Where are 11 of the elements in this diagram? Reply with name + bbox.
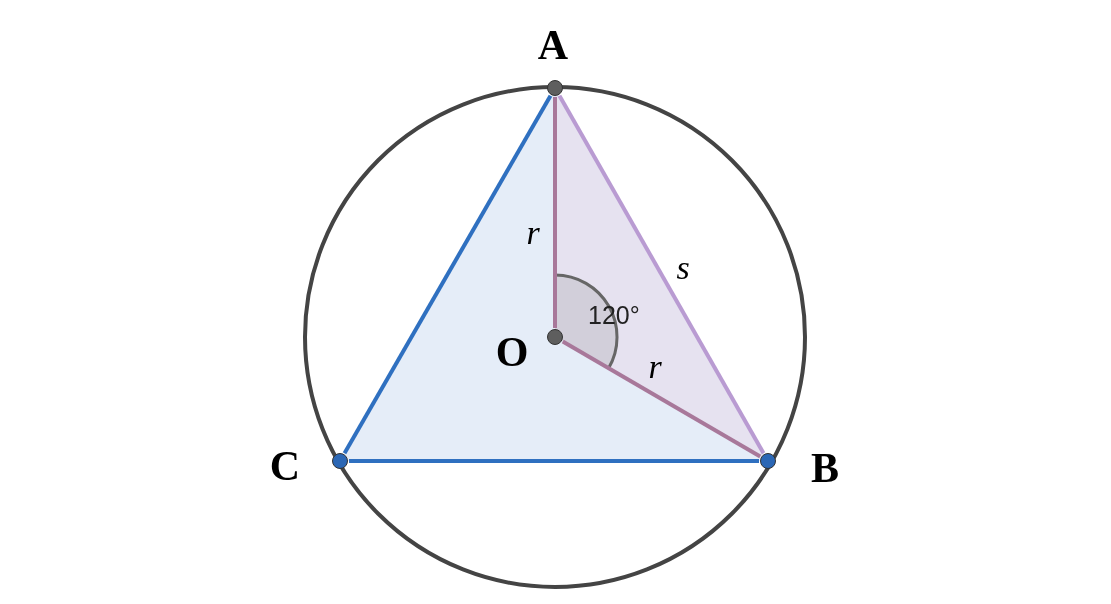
point-label: O bbox=[494, 330, 530, 374]
point-label: C bbox=[268, 444, 302, 488]
edge-label: r bbox=[647, 350, 663, 384]
edge-label: s bbox=[675, 251, 691, 285]
line-segment bbox=[342, 94, 553, 455]
edge-label: r bbox=[525, 216, 541, 250]
line-segment bbox=[349, 459, 759, 463]
line-segment bbox=[561, 339, 762, 459]
point-label: A bbox=[536, 23, 570, 67]
point-label: B bbox=[810, 446, 840, 490]
line-segment bbox=[553, 97, 557, 328]
